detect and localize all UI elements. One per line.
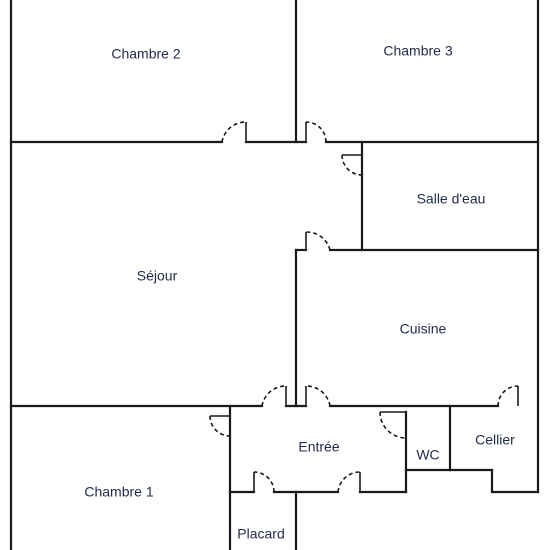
room-label-placard: Placard: [237, 526, 284, 542]
room-label-chambre-1: Chambre 1: [84, 484, 153, 500]
room-labels: Chambre 2 Chambre 3 Salle d'eau Séjour C…: [84, 43, 515, 542]
door-swing: [209, 415, 231, 437]
room-label-chambre-3: Chambre 3: [383, 43, 452, 59]
door-swing: [221, 121, 247, 143]
room-label-chambre-2: Chambre 2: [111, 46, 180, 62]
room-label-salle-deau: Salle d'eau: [417, 191, 486, 207]
door-swing: [379, 411, 407, 439]
door-swing: [337, 471, 361, 493]
room-label-wc: WC: [416, 447, 439, 463]
door-swing: [305, 231, 331, 251]
door-swings: [209, 121, 519, 493]
room-label-cuisine: Cuisine: [400, 321, 447, 337]
door-swing: [497, 385, 519, 407]
walls: [9, 0, 540, 550]
door-swing: [261, 385, 287, 407]
door-swing: [305, 385, 331, 407]
door-swing: [305, 121, 327, 143]
room-label-cellier: Cellier: [475, 432, 515, 448]
door-swing: [341, 154, 363, 176]
room-label-sejour: Séjour: [137, 268, 178, 284]
door-swing: [253, 471, 275, 493]
room-label-entree: Entrée: [298, 439, 339, 455]
